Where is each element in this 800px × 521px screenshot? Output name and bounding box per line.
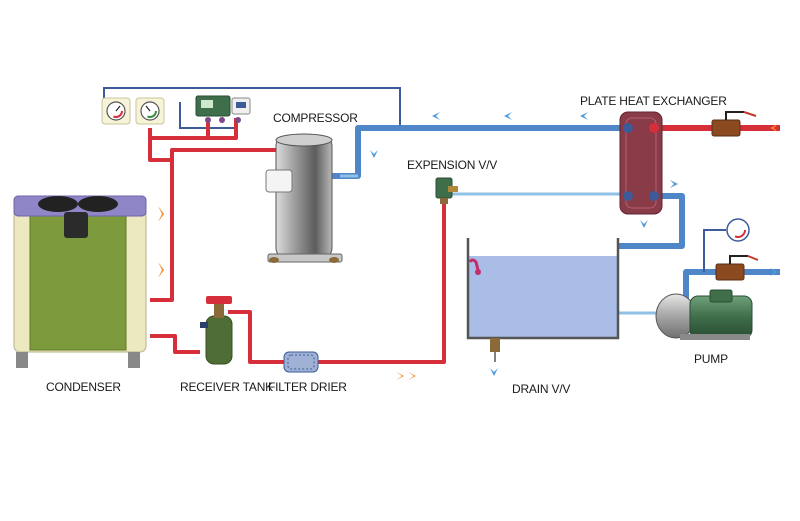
flow-arrows-cold [370, 112, 778, 376]
plate-heat-exchanger-label: PLATE HEAT EXCHANGER [580, 94, 727, 108]
flow-arrows-hot [158, 206, 416, 380]
compressor [265, 133, 343, 263]
condenser [13, 195, 147, 368]
water-lines-light [340, 174, 660, 315]
compressor-label: COMPRESSOR [273, 111, 358, 125]
control-lines [103, 87, 401, 129]
pressure-switch-box [195, 95, 251, 123]
condenser-label: CONDENSER [46, 380, 121, 394]
expansion-valve [435, 177, 458, 204]
receiver-tank-label: RECEIVER TANK [180, 380, 273, 394]
pump-outlet-valve [715, 255, 780, 281]
plate-heat-exchanger [619, 111, 663, 215]
drain-valve [490, 338, 500, 362]
pump-pressure-gauge [726, 218, 750, 242]
expansion-valve-label: EXPENSION V/V [407, 158, 498, 172]
pressure-gauge-left [101, 97, 131, 125]
pressure-gauge-right [135, 97, 165, 125]
pump [655, 289, 753, 340]
filter-drier [283, 351, 319, 373]
receiver-tank [200, 296, 233, 365]
pump-gauge-line [703, 229, 726, 272]
water-tank [466, 238, 620, 340]
flow-arrows-hot-water [770, 124, 778, 132]
filter-drier-label: FILTER DRIER [268, 380, 347, 394]
drain-valve-label: DRAIN V/V [512, 382, 571, 396]
pump-label: PUMP [694, 352, 728, 366]
hot-water-valve [711, 111, 757, 137]
